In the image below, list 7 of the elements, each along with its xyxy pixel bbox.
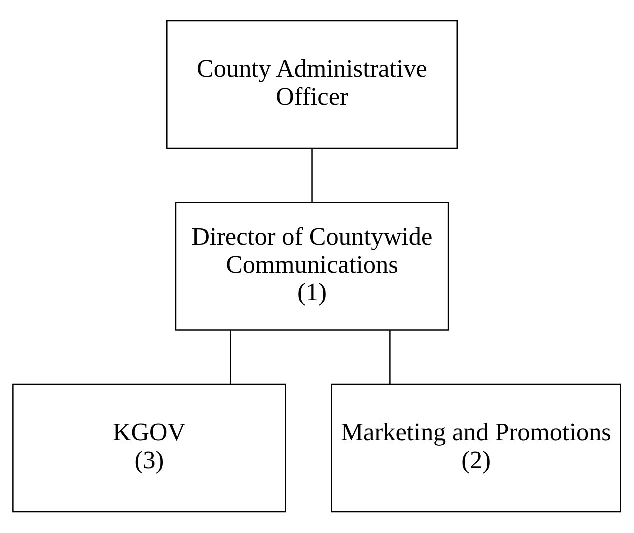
node-box: County Administrative Officer [166, 20, 458, 150]
node-box: Director of Countywide Communications (1) [175, 202, 450, 331]
node-box: KGOV (3) [12, 384, 286, 513]
node-box: Marketing and Promotions (2) [331, 384, 622, 513]
connector [230, 330, 232, 384]
connector [390, 330, 391, 384]
connector [312, 148, 313, 202]
